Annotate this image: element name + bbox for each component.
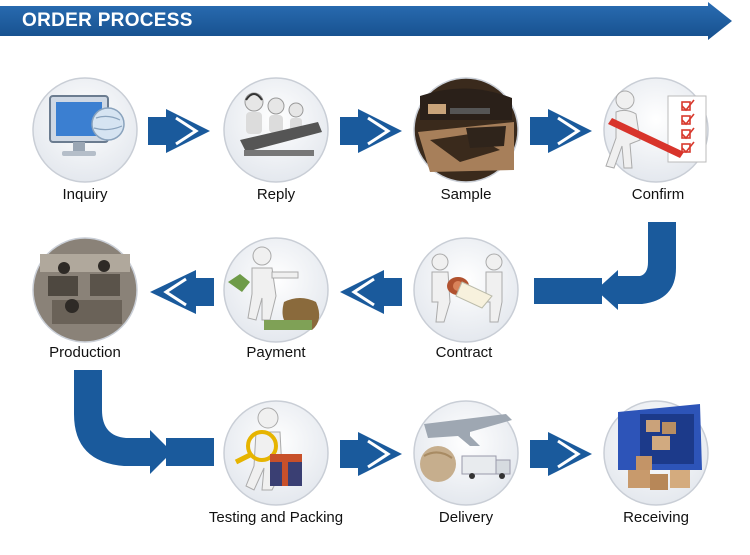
computer-globe-icon xyxy=(49,95,125,156)
checklist-pen-icon xyxy=(605,90,707,169)
step-production-circle xyxy=(32,237,138,343)
step-testing-circle xyxy=(223,400,329,506)
arrow-delivery-to-receiving xyxy=(530,432,592,476)
arrow-reply-to-sample xyxy=(340,109,402,153)
step-sample-circle xyxy=(413,77,519,183)
step-label-contract: Contract xyxy=(435,344,493,361)
plane-truck-icon xyxy=(420,414,512,482)
step-confirm-circle xyxy=(603,77,709,183)
arrow-contract-to-payment xyxy=(340,270,402,314)
step-contract-circle xyxy=(413,237,519,343)
step-label-sample: Sample xyxy=(440,186,492,203)
step-label-payment: Payment xyxy=(246,344,306,361)
step-label-receiving: Receiving xyxy=(623,509,689,526)
step-label-inquiry: Inquiry xyxy=(62,186,108,203)
arrow-inquiry-to-reply xyxy=(148,109,210,153)
step-label-production: Production xyxy=(49,344,121,361)
arrow-payment-to-production xyxy=(150,270,214,314)
call-center-operators-icon xyxy=(240,92,322,156)
step-label-delivery: Delivery xyxy=(438,509,494,526)
page-title: ORDER PROCESS xyxy=(22,10,193,31)
step-label-testing: Testing and Packing xyxy=(208,509,344,526)
step-inquiry-circle xyxy=(32,77,138,183)
money-bag-icon xyxy=(228,246,320,330)
magnifier-box-icon xyxy=(234,407,302,491)
step-delivery-circle xyxy=(413,400,519,506)
step-receiving-circle xyxy=(603,400,709,506)
arrow-confirm-to-contract xyxy=(534,222,676,310)
arrow-production-to-testing xyxy=(74,370,214,474)
header-banner xyxy=(0,2,732,40)
step-label-confirm: Confirm xyxy=(631,186,685,203)
sample-workshop-icon xyxy=(418,88,514,172)
arrow-testing-to-delivery xyxy=(340,432,402,476)
step-reply-circle xyxy=(223,77,329,183)
step-label-reply: Reply xyxy=(256,186,296,203)
handshake-seal-icon xyxy=(431,253,503,323)
step-payment-circle xyxy=(223,237,329,343)
container-boxes-icon xyxy=(618,404,702,490)
arrow-sample-to-confirm xyxy=(530,109,592,153)
factory-workers-icon xyxy=(40,254,130,324)
